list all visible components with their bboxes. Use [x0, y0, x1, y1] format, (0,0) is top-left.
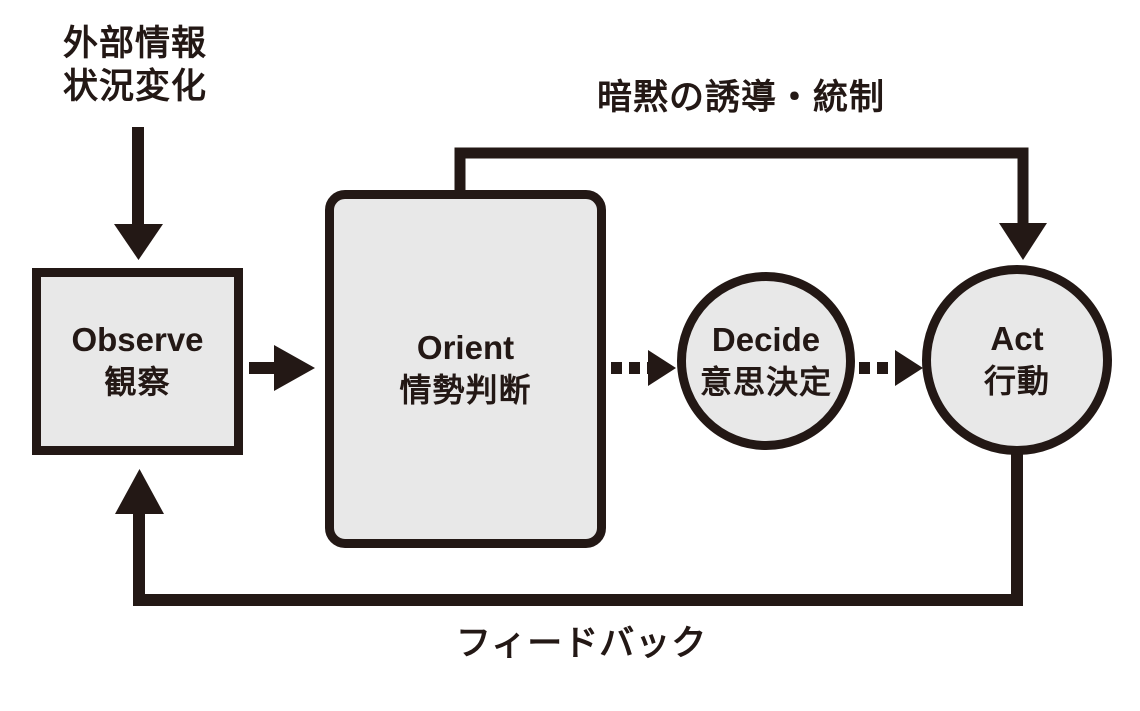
node-act: Act 行動 — [922, 265, 1112, 455]
node-orient: Orient 情勢判断 — [325, 190, 606, 548]
orient-label-en: Orient — [416, 328, 515, 366]
decide-label-en: Decide — [711, 320, 821, 358]
orient-label-ja: 情勢判断 — [399, 371, 532, 408]
act-label-ja: 行動 — [983, 362, 1050, 399]
external-information-note: 外部情報 状況変化 — [63, 22, 207, 109]
decide-label-ja: 意思決定 — [699, 363, 832, 400]
orient-to-decide-arrow — [611, 350, 676, 386]
external-note-line1: 外部情報 — [63, 24, 208, 63]
observe-label-ja: 観察 — [104, 364, 171, 401]
act-label-en: Act — [990, 319, 1044, 357]
observe-label-en: Observe — [71, 321, 204, 359]
observe-to-orient-arrow — [249, 345, 315, 391]
decide-to-act-arrow — [859, 350, 923, 386]
implicit-guidance-label: 暗黙の誘導・統制 — [597, 78, 886, 117]
feedback-label: フィードバック — [456, 624, 708, 663]
feedback-path — [115, 450, 1023, 606]
implicit-guidance-path — [454, 147, 1047, 260]
node-observe: Observe 観察 — [32, 268, 243, 455]
external-to-observe-arrow — [114, 127, 163, 260]
external-note-line2: 状況変化 — [63, 67, 208, 107]
node-decide: Decide 意思決定 — [677, 272, 855, 450]
